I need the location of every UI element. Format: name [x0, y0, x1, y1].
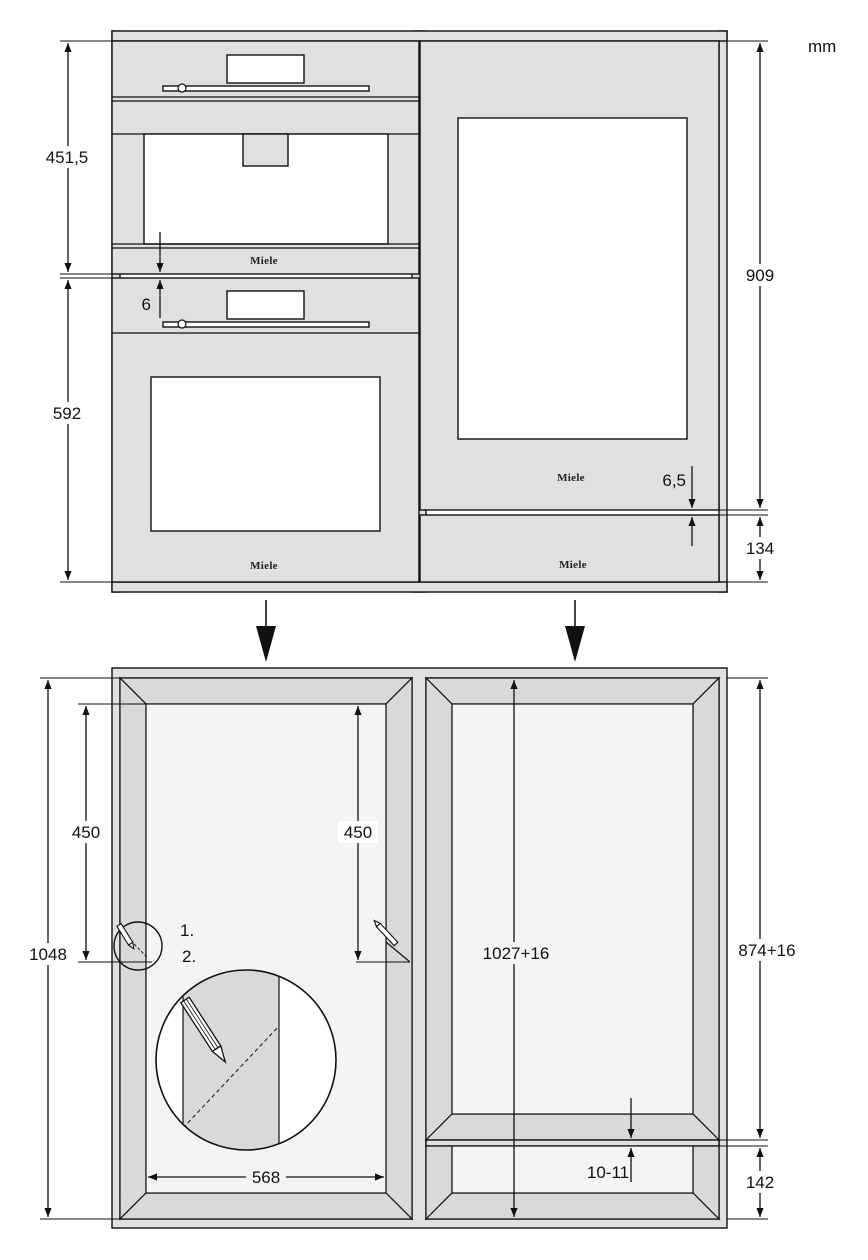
step-one-label: 1.: [180, 921, 194, 940]
upper-brand-logo: Miele: [250, 255, 278, 267]
shelf: [425, 1139, 720, 1147]
unit-label: mm: [808, 37, 836, 56]
dim-niche-width: 568: [252, 1168, 280, 1187]
upper-knob: [177, 83, 187, 93]
pencil-small-icon: [116, 922, 135, 950]
upper-handle: [162, 85, 370, 92]
lower-knob: [177, 319, 187, 329]
dim-tall-niche-height: 1027+16: [483, 944, 550, 963]
tall-door-window: [457, 117, 688, 440]
lower-brand-logo: Miele: [250, 560, 278, 572]
dim-lower-door-height: 134: [746, 539, 774, 558]
marking-detail-circle: [113, 921, 163, 971]
dim-lower-compartment-height: 142: [746, 1173, 774, 1192]
lower-appliance: Miele: [111, 277, 420, 583]
dim-upper-appliance-height: 451,5: [46, 148, 89, 167]
pencil-right-icon: [373, 919, 399, 947]
dim-tall-door-height: 909: [746, 266, 774, 285]
lower-door-brand-logo: Miele: [559, 559, 587, 571]
dim-lower-appliance-height: 592: [53, 404, 81, 423]
down-arrow-right-icon: [565, 626, 585, 662]
upper-appliance: Miele: [111, 40, 420, 275]
pencil-large-icon: [179, 996, 227, 1064]
dim-door-gap: 6,5: [662, 471, 686, 490]
tall-door: Miele: [419, 40, 720, 511]
lower-door: Miele: [419, 514, 720, 583]
lower-handle: [162, 321, 370, 328]
dim-right-marking-height: 450: [344, 823, 372, 842]
cabinet-view: 1048 450 450 1. 2.: [22, 667, 802, 1229]
dim-overall-niche-height: 1048: [29, 945, 67, 964]
tall-door-brand-logo: Miele: [557, 472, 585, 484]
lower-display: [226, 290, 305, 320]
step-two-label: 2.: [182, 947, 196, 966]
dim-appliance-gap: 6: [142, 295, 151, 314]
front-view: Miele Miele Miele Miele 451: [38, 30, 782, 593]
transition-arrows: [256, 600, 585, 662]
cabinet-top-trim: [111, 30, 728, 42]
upper-display: [226, 54, 305, 84]
dim-shelf-gap: 10-11: [587, 1163, 629, 1182]
cabinet-bottom-trim: [111, 581, 728, 593]
dim-upper-niche-height: 874+16: [738, 941, 795, 960]
oven-window: [150, 376, 381, 532]
cabinet-right-trim: [718, 30, 728, 593]
zoom-detail: [155, 969, 337, 1151]
down-arrow-left-icon: [256, 626, 276, 662]
upper-spout: [242, 133, 289, 167]
dim-left-marking-height: 450: [72, 823, 100, 842]
